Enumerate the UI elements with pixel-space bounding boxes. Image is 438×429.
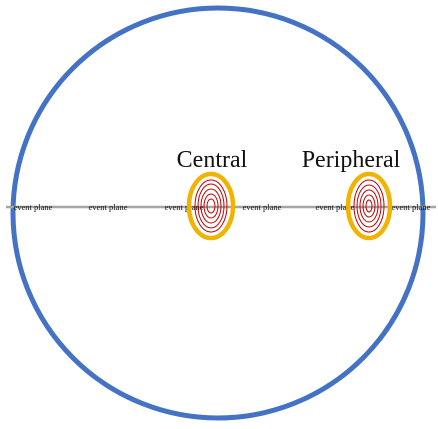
event-plane-label: event plane [165,202,204,212]
central-contour [197,183,225,229]
event-plane-label: event plane [243,202,282,212]
peripheral-contour [365,199,373,213]
central-contour [200,188,222,224]
central-region-outline [186,171,236,241]
central-contours [194,179,228,233]
event-plane-label: event plane [316,202,355,212]
peripheral-contour [356,184,382,228]
peripheral-label: Peripheral [302,147,401,173]
event-plane-label: event plane [89,202,128,212]
event-plane-label: event plane [14,202,53,212]
event-plane-label: event plane [392,202,431,212]
peripheral-region: Peripheral [302,147,401,241]
peripheral-contour [353,179,385,233]
central-contour [194,179,228,233]
event-plane-labels: event plane event plane event plane even… [14,202,431,212]
central-label: Central [177,147,248,173]
central-contour [206,198,216,214]
peripheral-contour [359,189,379,223]
outer-circle [10,5,426,421]
central-contour [203,193,219,219]
central-region: Central [177,147,248,241]
peripheral-region-outline [345,171,393,241]
peripheral-contours [353,179,385,233]
peripheral-contour [362,194,376,218]
